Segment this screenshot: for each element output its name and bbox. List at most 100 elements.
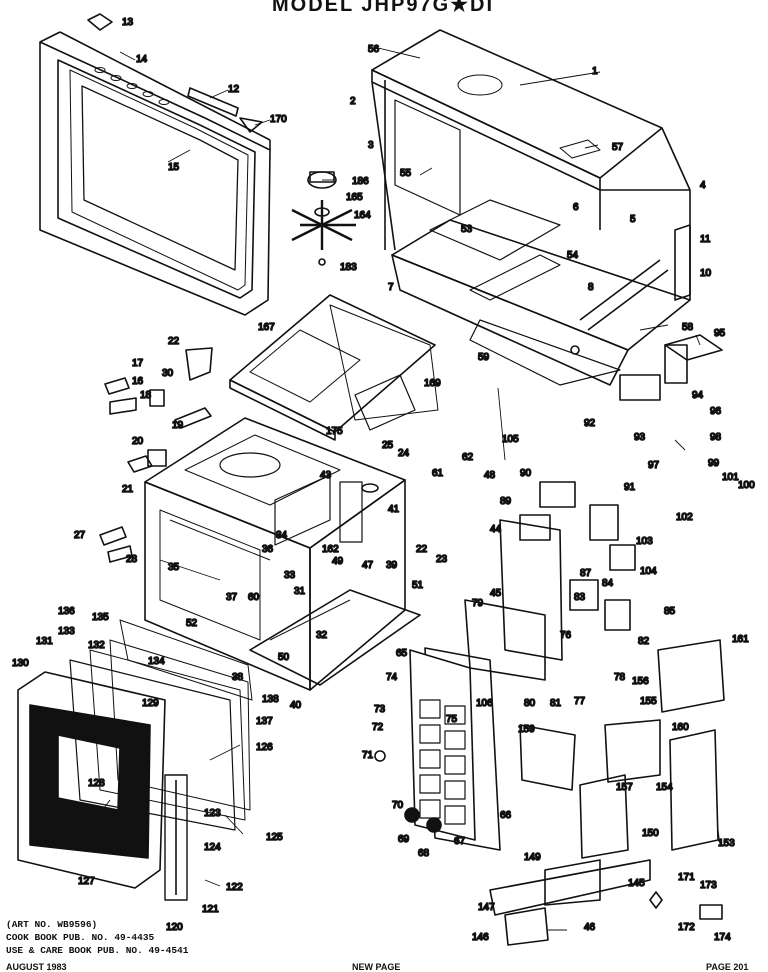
label-17: 17 <box>132 358 144 369</box>
label-62: 62 <box>462 452 474 463</box>
label-54: 54 <box>567 250 579 261</box>
label-14: 14 <box>136 54 148 65</box>
label-46: 46 <box>584 922 596 933</box>
label-136: 136 <box>58 606 75 617</box>
label-149: 149 <box>524 852 541 863</box>
label-71: 71 <box>362 750 374 761</box>
label-156: 156 <box>632 676 649 687</box>
label-57: 57 <box>612 142 624 153</box>
label-137: 137 <box>256 716 273 727</box>
base-pan <box>391 199 691 386</box>
label-70: 70 <box>392 800 404 811</box>
label-164: 164 <box>354 210 371 221</box>
label-45: 45 <box>490 588 502 599</box>
label-91: 91 <box>624 482 636 493</box>
label-89: 89 <box>500 496 512 507</box>
label-159: 159 <box>518 724 535 735</box>
label-147: 147 <box>478 902 495 913</box>
label-171: 171 <box>678 872 695 883</box>
footer-date: AUGUST 1983 <box>6 962 67 972</box>
use-care-book-pub: USE & CARE BOOK PUB. NO. 49-4541 <box>6 945 189 956</box>
label-68: 68 <box>418 848 430 859</box>
label-13: 13 <box>122 17 134 28</box>
label-126: 126 <box>256 742 273 753</box>
label-146: 146 <box>472 932 489 943</box>
label-74: 74 <box>386 672 398 683</box>
label-145: 145 <box>628 878 645 889</box>
label-155: 155 <box>640 696 657 707</box>
label-134: 134 <box>148 656 165 667</box>
label-31: 31 <box>294 586 306 597</box>
label-95: 95 <box>714 328 726 339</box>
label-41: 41 <box>388 504 400 515</box>
label-121: 121 <box>202 904 219 915</box>
label-58: 58 <box>682 322 694 333</box>
label-66: 66 <box>500 810 512 821</box>
label-59: 59 <box>478 352 490 363</box>
art-number: (ART NO. WB9596) <box>6 919 98 930</box>
label-123: 123 <box>204 808 221 819</box>
label-87: 87 <box>580 568 592 579</box>
label-102: 102 <box>676 512 693 523</box>
label-94: 94 <box>692 390 704 401</box>
label-36: 36 <box>262 544 274 555</box>
label-47: 47 <box>362 560 374 571</box>
label-174: 174 <box>714 932 731 943</box>
label-81: 81 <box>550 698 562 709</box>
label-50: 50 <box>278 652 290 663</box>
label-76: 76 <box>560 630 572 641</box>
label-8: 8 <box>588 282 594 293</box>
label-175: 175 <box>326 426 343 437</box>
bottom-tray <box>249 589 421 686</box>
label-15: 15 <box>168 162 180 173</box>
label-104: 104 <box>640 566 657 577</box>
label-84: 84 <box>602 578 614 589</box>
label-92: 92 <box>584 418 596 429</box>
small-parts <box>99 347 213 563</box>
label-85: 85 <box>664 606 676 617</box>
label-73: 73 <box>374 704 386 715</box>
label-22: 22 <box>168 336 180 347</box>
label-90: 90 <box>520 468 532 479</box>
label-55: 55 <box>400 168 412 179</box>
electrical-components <box>464 334 725 946</box>
label-69: 69 <box>398 834 410 845</box>
label-105: 105 <box>502 434 519 445</box>
label-18: 18 <box>140 390 152 401</box>
label-25: 25 <box>382 440 394 451</box>
label-169: 169 <box>424 378 441 389</box>
label-82: 82 <box>638 636 650 647</box>
front-frame <box>39 13 271 316</box>
leader-lines <box>94 47 721 931</box>
label-101: 101 <box>722 472 739 483</box>
label-1: 1 <box>592 66 598 77</box>
label-35: 35 <box>168 562 180 573</box>
label-170: 170 <box>270 114 287 125</box>
label-53: 53 <box>461 224 473 235</box>
outer-case <box>371 29 691 300</box>
label-75: 75 <box>446 714 458 725</box>
label-153: 153 <box>718 838 735 849</box>
oven-cavity <box>144 417 406 691</box>
label-183: 183 <box>340 262 357 273</box>
label-96: 96 <box>710 406 722 417</box>
label-61: 61 <box>432 468 444 479</box>
label-167: 167 <box>258 322 275 333</box>
label-125: 125 <box>266 832 283 843</box>
footer-new-page: NEW PAGE <box>352 962 401 972</box>
label-97: 97 <box>648 460 660 471</box>
label-7: 7 <box>388 282 394 293</box>
duct-cover <box>229 294 439 441</box>
label-28: 28 <box>126 554 138 565</box>
label-5: 5 <box>630 214 636 225</box>
label-44: 44 <box>490 524 502 535</box>
label-51: 51 <box>412 580 424 591</box>
label-133: 133 <box>58 626 75 637</box>
label-172: 172 <box>678 922 695 933</box>
label-138: 138 <box>262 694 279 705</box>
label-154: 154 <box>656 782 673 793</box>
label-99: 99 <box>708 458 720 469</box>
label-157: 157 <box>616 782 633 793</box>
label-100: 100 <box>738 480 755 491</box>
